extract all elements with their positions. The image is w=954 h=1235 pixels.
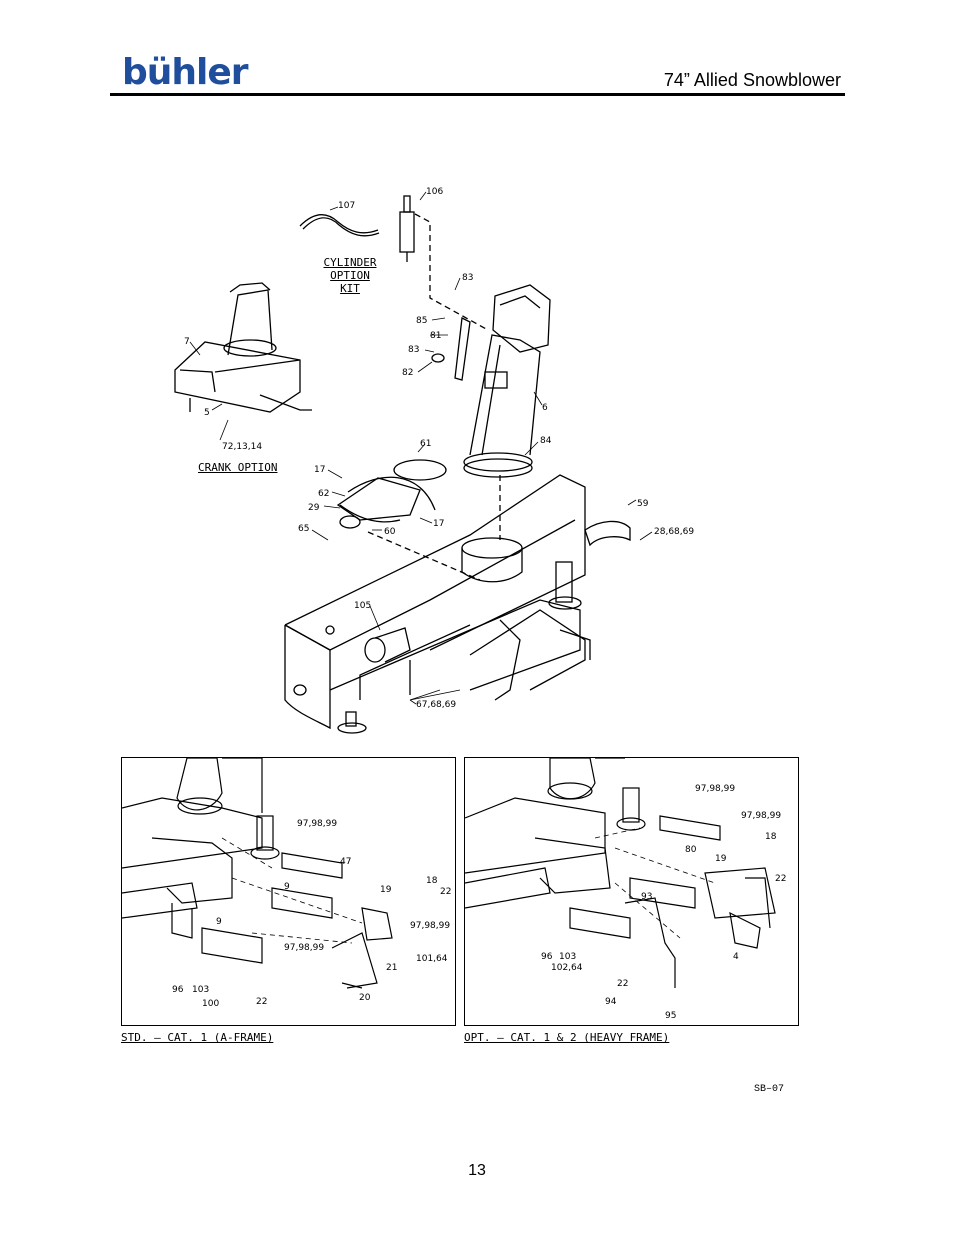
opt-callout-102-64: 102,64	[551, 963, 583, 973]
callout-107: 107	[338, 201, 355, 211]
std-frame-drawing: 97,98,99 47 9 18 19 22 97,98,99 97,98,99…	[121, 757, 451, 1009]
page-number: 13	[468, 1162, 486, 1179]
std-callout-100: 100	[202, 999, 219, 1009]
opt-callout-19: 19	[715, 854, 727, 864]
std-callout-22-bottom: 22	[256, 997, 267, 1007]
callout-106: 106	[426, 187, 443, 197]
buhler-logo: bühler	[122, 52, 249, 93]
std-callout-97-98-99-top: 97,98,99	[297, 819, 337, 829]
callout-83-top: 83	[462, 273, 473, 283]
opt-callout-95: 95	[665, 1011, 676, 1021]
callout-29: 29	[308, 503, 320, 513]
callout-61: 61	[420, 439, 431, 449]
callout-17-right: 17	[433, 519, 444, 529]
opt-callout-4: 4	[733, 952, 739, 962]
std-callout-101-64: 101,64	[416, 954, 448, 964]
opt-frame-panel: 97,98,99 97,98,99 18 80 19 22 93 96 103 …	[464, 757, 799, 1026]
callout-62: 62	[318, 489, 329, 499]
cylinder-option-kit-caption: CYLINDER OPTION KIT	[320, 256, 380, 295]
callout-28-68-69: 28,68,69	[654, 527, 694, 537]
callout-59: 59	[637, 499, 649, 509]
callout-7: 7	[184, 337, 190, 347]
std-callout-97-98-99-mid: 97,98,99	[284, 943, 324, 953]
cylinder-caption-line1: CYLINDER	[323, 256, 377, 269]
opt-callout-103: 103	[559, 952, 576, 962]
std-callout-9-mid: 9	[284, 882, 290, 892]
callout-82: 82	[402, 368, 413, 378]
opt-callout-96: 96	[541, 952, 553, 962]
callout-60: 60	[384, 527, 396, 537]
callout-72-13-14: 72,13,14	[222, 442, 262, 452]
std-frame-panel: 97,98,99 47 9 18 19 22 97,98,99 97,98,99…	[121, 757, 456, 1026]
std-callout-47: 47	[340, 857, 351, 867]
std-callout-19: 19	[380, 885, 392, 895]
header-rule	[110, 93, 845, 96]
opt-callout-93: 93	[641, 892, 652, 902]
std-callout-9-left: 9	[216, 917, 222, 927]
opt-callout-97-98-99-top: 97,98,99	[695, 784, 735, 794]
callout-5: 5	[204, 408, 210, 418]
callout-6: 6	[542, 403, 548, 413]
std-callout-103: 103	[192, 985, 209, 995]
opt-callout-22-bottom: 22	[617, 979, 628, 989]
opt-frame-drawing: 97,98,99 97,98,99 18 80 19 22 93 96 103 …	[464, 757, 786, 1021]
callout-105: 105	[354, 601, 371, 611]
callout-17-top: 17	[314, 465, 325, 475]
std-callout-18: 18	[426, 876, 438, 886]
opt-callout-94: 94	[605, 997, 617, 1007]
callout-65: 65	[298, 524, 309, 534]
opt-frame-caption: OPT. – CAT. 1 & 2 (HEAVY FRAME)	[464, 1031, 670, 1044]
document-title: 74” Allied Snowblower	[663, 70, 841, 90]
opt-callout-80: 80	[685, 845, 697, 855]
opt-callout-97-98-99-right: 97,98,99	[741, 811, 781, 821]
callout-67-68-69: 67,68,69	[416, 700, 456, 710]
crank-option-caption: CRANK OPTION	[198, 461, 278, 474]
std-callout-22-right: 22	[440, 887, 451, 897]
std-callout-97-98-99-right: 97,98,99	[410, 921, 450, 931]
opt-callout-22-right: 22	[775, 874, 786, 884]
callout-83-mid: 83	[408, 345, 419, 355]
std-callout-21: 21	[386, 963, 397, 973]
main-exploded-diagram: 107 106 83 85 81 83 82 6 84 7 5 72,13,14…	[174, 187, 694, 734]
diagram-code: SB–07	[754, 1084, 785, 1095]
callout-85: 85	[416, 316, 427, 326]
callout-84: 84	[540, 436, 552, 446]
std-callout-96: 96	[172, 985, 184, 995]
cylinder-caption-line2: OPTION KIT	[330, 269, 370, 295]
std-frame-caption: STD. – CAT. 1 (A-FRAME)	[121, 1031, 274, 1044]
opt-callout-18: 18	[765, 832, 777, 842]
callout-81: 81	[430, 331, 441, 341]
std-callout-20: 20	[359, 993, 371, 1003]
